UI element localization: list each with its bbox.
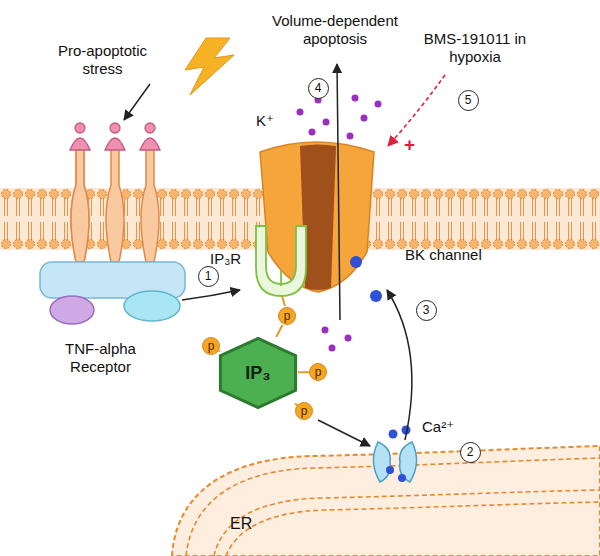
molecule-name: IP₃ [245, 364, 270, 382]
callout-number: 5 [458, 90, 479, 111]
potassium-ions-part [361, 115, 368, 122]
tnf-receptor-part [124, 291, 180, 321]
potassium-ions-part [297, 109, 304, 116]
flow-arrows-part [124, 84, 150, 120]
potassium-ions-part [347, 133, 354, 140]
flow-arrows-part [182, 290, 240, 300]
phosphate-label: p [208, 340, 215, 352]
bk-channel-part [260, 142, 374, 292]
annotation-label: + [404, 134, 415, 157]
calcium-ions-part [350, 256, 362, 268]
phosphate-circle: p [278, 307, 296, 325]
annotation-label: BK channel [405, 246, 482, 264]
callout-number: 3 [416, 300, 437, 321]
activation-arrow-part [388, 75, 445, 146]
tnf-receptor-part [140, 138, 160, 150]
potassium-ions-part [309, 129, 316, 136]
potassium-ions-part [352, 95, 359, 102]
potassium-ions-part [345, 335, 352, 342]
annotation-label: Volume-dependent apoptosis [250, 12, 420, 48]
annotation-label: Pro-apoptotic stress [45, 42, 160, 78]
ip3-receptor-part [256, 226, 306, 296]
er-calcium-channel-part [373, 442, 390, 482]
annotation-label: K⁺ [256, 112, 274, 130]
bk-channel [260, 142, 374, 292]
annotation-label: Ca²⁺ [422, 418, 454, 436]
potassium-ions-part [329, 345, 336, 352]
callout-number: 4 [308, 78, 329, 99]
ip3-receptor [256, 226, 306, 306]
flow-arrows-part [337, 64, 340, 320]
er-calcium-channel [373, 442, 416, 482]
phosphate-circle: p [295, 402, 313, 420]
calcium-ions [350, 256, 411, 482]
annotation-label: TNF-alpha Receptor [38, 340, 163, 376]
tnf-receptor-part [145, 123, 155, 133]
calcium-ions-part [389, 430, 398, 439]
tnf-receptor [40, 123, 185, 324]
tnf-receptor-part [71, 148, 89, 262]
tnf-receptor-part [141, 148, 159, 262]
endoplasmic-reticulum-part [186, 458, 600, 556]
phosphate-circle: p [309, 363, 327, 381]
annotation-label: IP₃R [210, 250, 241, 268]
endoplasmic-reticulum-part [214, 490, 600, 556]
lightning-bolt-part [185, 38, 234, 95]
tnf-receptor-part [50, 296, 94, 324]
tnf-receptor-part [75, 123, 85, 133]
tnf-receptor-part [70, 123, 160, 150]
potassium-ions-part [323, 119, 330, 126]
phosphate-label: p [301, 405, 308, 417]
hexagon-shape [220, 338, 295, 407]
flow-arrows-part [318, 420, 370, 446]
tnf-receptor-part [106, 148, 124, 262]
callout-number: 1 [198, 266, 219, 287]
phosphate-label: p [284, 310, 291, 322]
calcium-ions-part [398, 474, 406, 482]
ip3-hexagon: IP₃ [218, 337, 298, 409]
bond-line [298, 371, 309, 373]
lightning-bolt [185, 38, 234, 95]
tnf-receptor-part [105, 138, 125, 150]
bond-line [276, 325, 282, 337]
annotation-label: ER [230, 514, 252, 533]
tnf-receptor-part [71, 148, 89, 262]
tnf-receptor-part [70, 138, 90, 150]
calcium-ions-part [370, 290, 382, 302]
activation-arrow [388, 75, 445, 146]
flow-arrows [124, 64, 412, 446]
endoplasmic-reticulum-part [226, 502, 600, 556]
callout-number: 2 [460, 442, 481, 463]
flow-arrows-part [387, 290, 412, 440]
phosphate-circle: p [202, 337, 220, 355]
ip3-receptor-part [280, 270, 282, 286]
tnf-receptor-part [110, 123, 120, 133]
calcium-ions-part [386, 466, 394, 474]
phosphate-label: p [315, 366, 322, 378]
ip3-receptor-part [282, 296, 285, 306]
potassium-ions-part [322, 327, 329, 334]
potassium-ions-part [375, 101, 382, 108]
annotation-label: BMS-191011 in hypoxia [410, 30, 540, 66]
